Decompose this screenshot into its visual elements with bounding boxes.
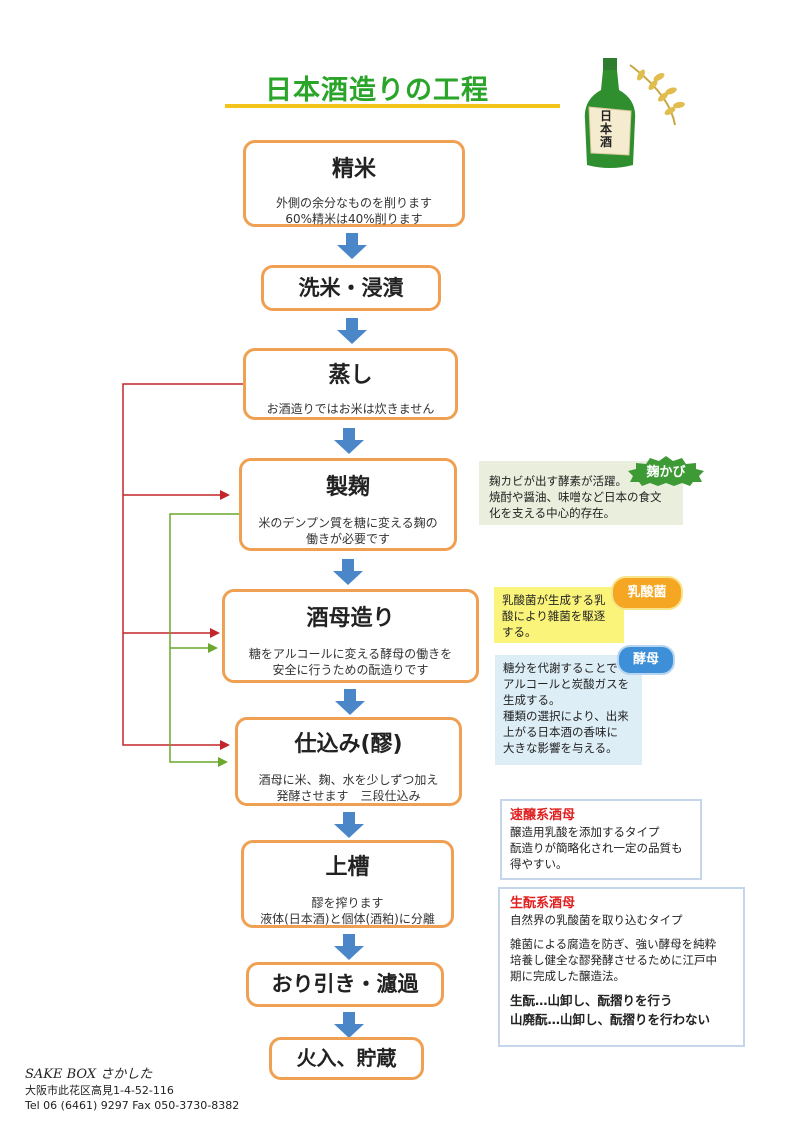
yeast-note: 糖分を代謝することで アルコールと炭酸ガスを 生成する。 種類の選択により、出来… [495,655,642,765]
note-bold-line: 生酛…山卸し、酛摺りを行う [510,993,673,1008]
step-desc: 液体(日本酒)と個体(酒粕)に分離 [260,912,435,926]
sokujo-note: 速醸系酒母 醸造用乳酸を添加するタイプ 酛造りが簡略化され一定の品質も 得やすい… [500,799,702,880]
note-line: 種類の選択により、出来 [503,709,629,723]
step-mushi: 蒸し お酒造りではお米は炊きません [243,348,458,420]
step-senmai-shinseki: 洗米・浸漬 [261,265,441,311]
note-line: アルコールと炭酸ガスを [503,677,630,691]
step-title: 製麹 [325,475,370,500]
koji-badge: 麹かび [646,465,686,480]
kimoto-note: 生酛系酒母 自然界の乳酸菌を取り込むタイプ 雑菌による腐造を防ぎ、強い酵母を純粋… [498,887,745,1047]
down-arrow-icon [334,1012,364,1038]
step-desc: 60%精米は40%削ります [285,212,423,226]
note-line: 麹カビが出す酵素が活躍。 [489,474,627,488]
footer-address: 大阪市此花区高見1-4-52-116 [25,1084,174,1097]
step-title: 酒母造り [306,606,395,631]
step-desc: 醪を搾ります [311,896,384,910]
note-line: 雑菌による腐造を防ぎ、強い酵母を純粋 [510,937,717,951]
note-line: する。 [502,625,537,639]
note-line: 大きな影響を与える。 [503,741,618,755]
note-line: 培養し健全な醪発酵させるために江戸中 [510,953,717,967]
step-title: 仕込み(醪) [294,732,403,757]
note-line: 焼酎や醤油、味噌など日本の食文 [489,490,662,504]
step-joso: 上槽 醪を搾ります 液体(日本酒)と個体(酒粕)に分離 [241,840,454,928]
lactic-note: 乳酸菌が生成する乳 酸により雑菌を駆逐 する。 [494,587,624,643]
down-arrow-icon [335,689,365,715]
note-line: 醸造用乳酸を添加するタイプ [510,825,660,839]
sake-bottle-icon [584,58,685,168]
footer-tel: Tel 06 (6461) 9297 Fax 050-3730-8382 [25,1099,240,1112]
step-desc: 発酵させます 三段仕込み [276,789,421,803]
note-line: 化を支える中心的存在。 [489,506,616,520]
down-arrow-icon [334,428,364,454]
step-title: おり引き・濾過 [271,972,419,996]
step-hiire-chozo: 火入、貯蔵 [269,1037,424,1080]
step-title: 上槽 [325,855,370,880]
note-line: 上がる日本酒の香味に [503,725,618,739]
step-title: 洗米・浸漬 [298,276,404,300]
step-title: 蒸し [328,363,373,388]
down-arrow-icon [337,233,367,259]
step-shubo: 酒母造り 糖をアルコールに変える酵母の働きを 安全に行うための酛造りです [222,589,479,683]
koji-note: 麹カビが出す酵素が活躍。 焼酎や醤油、味噌など日本の食文 化を支える中心的存在。 [479,461,683,525]
note-line: 酛造りが簡略化され一定の品質も [510,841,683,855]
down-arrow-icon [333,559,363,585]
footer-brand: SAKE BOX さかした [25,1067,153,1082]
page-title: 日本酒造りの工程 [265,75,489,106]
yeast-badge: 酵母 [617,645,675,675]
step-seikiku: 製麹 米のデンプン質を糖に変える麹の 働きが必要です [239,458,457,551]
down-arrow-icon [334,934,364,960]
step-title: 火入、貯蔵 [296,1046,397,1070]
down-arrow-icon [334,812,364,838]
step-desc: 米のデンプン質を糖に変える麹の [258,516,438,530]
note-line: 糖分を代謝することで [503,661,618,675]
step-desc: 働きが必要です [305,532,390,546]
note-title: 生酛系酒母 [510,896,576,911]
down-arrow-icon [337,318,367,344]
step-seimai: 精米 外側の余分なものを削ります 60%精米は40%削ります [243,140,465,227]
note-line: 期に完成した醸造法。 [510,969,625,983]
step-desc: 外側の余分なものを削ります [275,196,432,210]
note-line: 自然界の乳酸菌を取り込むタイプ [510,913,683,927]
title-underline [225,104,560,108]
step-desc: 糖をアルコールに変える酵母の働きを [248,647,453,661]
step-desc: 安全に行うための酛造りです [272,663,429,677]
bottle-label: 日本酒 [600,109,613,149]
note-bold-line: 山廃酛…山卸し、酛摺りを行わない [510,1012,711,1027]
note-line: 酸により雑菌を駆逐 [502,609,606,623]
lactic-badge: 乳酸菌 [611,576,683,610]
koji-badge-shape [628,456,704,486]
note-line: 生成する。 [503,693,561,707]
step-oribiki-roka: おり引き・濾過 [246,962,444,1007]
note-line: 得やすい。 [510,857,568,871]
note-title: 速醸系酒母 [510,808,576,823]
step-shikomi: 仕込み(醪) 酒母に米、麹、水を少しずつ加え 発酵させます 三段仕込み [235,717,462,806]
step-desc: 酒母に米、麹、水を少しずつ加え [258,773,439,787]
note-line: 乳酸菌が生成する乳 [502,593,606,607]
step-desc: お酒造りではお米は炊きません [266,402,435,416]
step-title: 精米 [331,157,376,182]
